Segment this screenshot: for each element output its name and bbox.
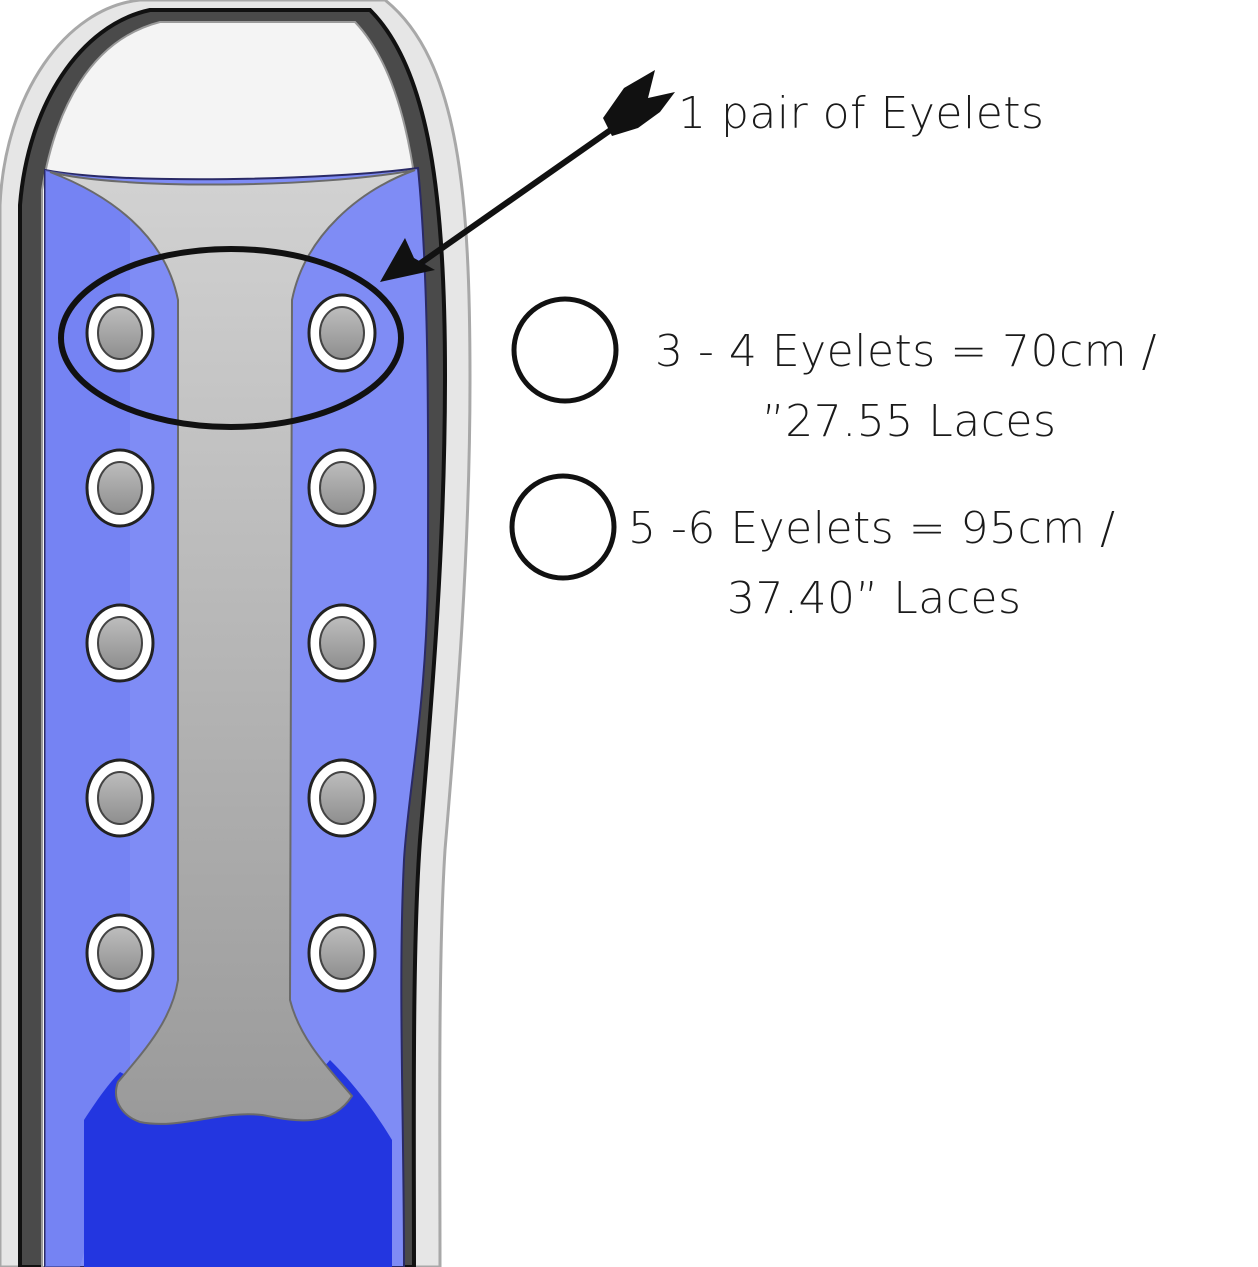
option-circle-icon [511,296,619,404]
eyelet-left [97,616,143,670]
size-small-line2: ”27.55 Laces [762,396,1057,447]
eyelet-right [319,616,365,670]
eyelet-left [97,926,143,980]
eyelet-left [97,461,143,515]
size-small-line1: 3 - 4 Eyelets = 70cm / [655,326,1157,377]
shoe-body-shade [45,170,130,1267]
arrow-shaft [406,119,624,275]
eyelet-group [85,293,377,993]
eyelet-pair-highlight [58,246,404,430]
size-large-line2: 37.40” Laces [727,573,1022,624]
eyelet-pair-label: 1 pair of Eyelets [678,88,1045,139]
eyelet-right [319,771,365,825]
eyelet-right [319,926,365,980]
size-large-line1: 5 -6 Eyelets = 95cm / [628,503,1116,554]
arrow-fletching-icon [603,70,675,136]
eyelet-left [97,306,143,360]
arrow-icon [380,238,435,282]
eyelet-left [97,771,143,825]
option-circle-icon [509,473,617,581]
shoe-tongue [49,169,416,1125]
eyelet-right [319,306,365,360]
eyelet-right [319,461,365,515]
